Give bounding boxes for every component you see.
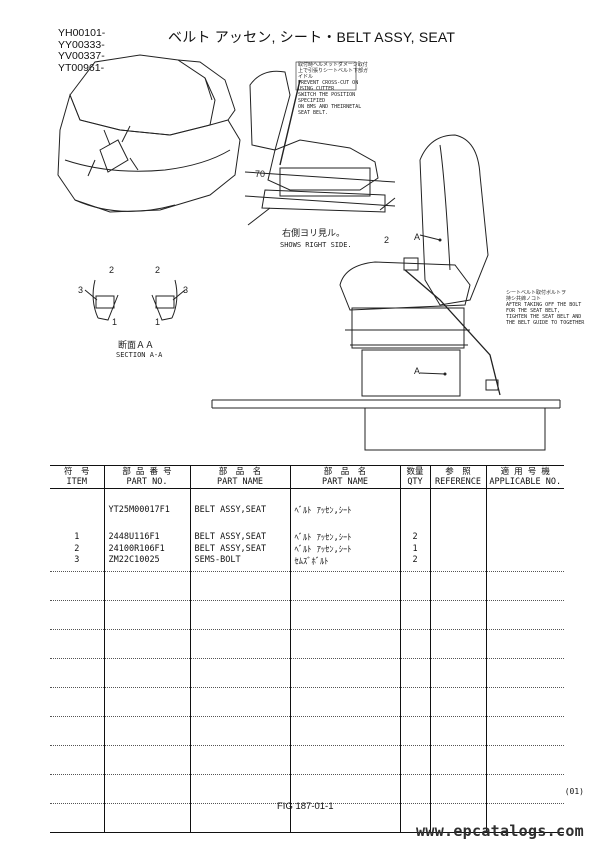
callout-note-top: 取付時ヘルメットダメージ取付上で引張りシートベルト下部ガイドル PREVENT …: [298, 62, 369, 116]
item-number: 2: [109, 265, 115, 275]
part-name-jp: ﾍﾞﾙﾄ ｱｯｾﾝ,ｼｰﾄ: [289, 504, 400, 516]
callout-note-right: シートベルト取付ボルトヲ 持シ共締ノコト AFTER TAKING OFF TH…: [506, 290, 585, 326]
quantity: 2: [399, 555, 430, 572]
item-number: 1: [112, 317, 118, 327]
seat-side-view-detail: [244, 61, 396, 226]
table-row: 3 ZM22C10025 SEMS-BOLT ｾﾑｽﾞﾎﾞﾙﾄ 2: [50, 555, 564, 572]
section-marker-a: A: [414, 366, 421, 376]
quantity: 1: [399, 543, 430, 555]
table-row-assembly: YT25M00017F1 BELT ASSY,SEAT ﾍﾞﾙﾄ ｱｯｾﾝ,ｼｰ…: [50, 504, 564, 516]
part-name: BELT ASSY,SEAT: [189, 543, 290, 555]
watermark-url[interactable]: www.epcatalogs.com: [416, 822, 584, 840]
seat-isometric-view: [57, 54, 241, 213]
dimension-label: 70: [255, 169, 266, 179]
serial-range: YT00961-: [58, 61, 105, 74]
table-row: 1 2448U116F1 BELT ASSY,SEAT ﾍﾞﾙﾄ ｱｯｾﾝ,ｼｰ…: [50, 531, 564, 543]
item-number: 2: [74, 544, 80, 554]
serial-range-list: YH00101- YY00333- YV00337- YT00961-: [58, 27, 106, 74]
part-name-jp: ｾﾑｽﾞﾎﾞﾙﾄ: [289, 555, 400, 572]
item-number: 1: [155, 317, 161, 327]
item-number: 3: [50, 555, 104, 572]
part-number: ZM22C10025: [103, 555, 190, 572]
item-number: 2: [155, 265, 161, 275]
serial-range: YY00333-: [58, 38, 105, 51]
part-number: 2448U116F1: [103, 531, 190, 543]
part-name: BELT ASSY,SEAT: [189, 504, 290, 516]
quantity: 2: [399, 531, 430, 543]
item-number: 3: [183, 285, 189, 295]
part-name: SEMS-BOLT: [189, 555, 290, 572]
part-name-jp: ﾍﾞﾙﾄ ｱｯｾﾝ,ｼｰﾄ: [289, 531, 400, 543]
parts-illustration: [57, 54, 561, 451]
callout-right-side-jp: 右側ヨリ見ル。: [282, 228, 346, 238]
page-title: ベルト アッセン, シート・BELT ASSY, SEAT: [168, 29, 456, 45]
callout-section-en: SECTION A-A: [116, 351, 163, 359]
part-name-jp: ﾍﾞﾙﾄ ｱｯｾﾝ,ｼｰﾄ: [289, 543, 400, 555]
item-number: 3: [78, 285, 84, 295]
callout-right-side-en: SHOWS RIGHT SIDE.: [280, 241, 352, 249]
part-number: YT25M00017F1: [103, 504, 190, 516]
page-code: (01): [564, 787, 584, 796]
serial-range: YV00337-: [58, 50, 105, 62]
part-number: 24100R106F1: [103, 543, 190, 555]
section-aa-view: [84, 279, 186, 321]
item-number: 1: [74, 532, 80, 542]
table-row: 2 24100R106F1 BELT ASSY,SEAT ﾍﾞﾙﾄ ｱｯｾﾝ,ｼ…: [50, 543, 564, 555]
serial-range: YH00101-: [58, 27, 106, 39]
seat-main-view: [211, 134, 561, 451]
item-number: 2: [384, 235, 390, 245]
callout-section-jp: 断面ＡＡ: [118, 340, 155, 350]
section-marker-a: A: [414, 232, 421, 242]
part-name: BELT ASSY,SEAT: [189, 531, 290, 543]
figure-number: FIG 187-01-1: [277, 801, 334, 812]
